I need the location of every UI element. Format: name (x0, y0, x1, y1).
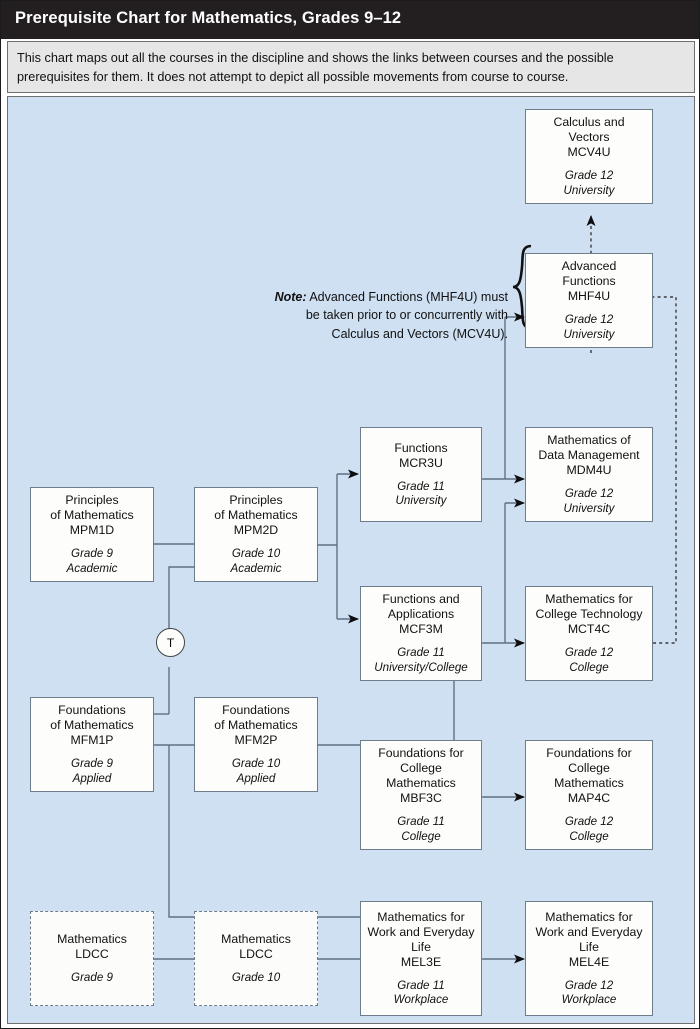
course-code: MHF4U (567, 289, 611, 304)
course-stream: Workplace (393, 993, 449, 1006)
course-grade: Grade 12 (564, 815, 614, 829)
course-stream: University (563, 327, 615, 341)
course-grade: Grade 12 (564, 169, 614, 183)
course-code: MFM1P (70, 733, 114, 748)
course-grade: Grade 10 (231, 547, 281, 561)
course-grade: Grade 9 (71, 970, 113, 984)
course-code: LDCC (239, 946, 273, 961)
transfer-marker-label: T (166, 635, 175, 650)
page-title: Prerequisite Chart for Mathematics, Grad… (15, 9, 402, 27)
brace-mcv4u-mhf4u (512, 244, 532, 330)
course-stream: Workplace (561, 993, 617, 1006)
note-label: Note: (274, 290, 307, 304)
intro-panel: This chart maps out all the courses in t… (7, 41, 695, 93)
course-grade: Grade 11 (397, 815, 445, 829)
transfer-marker[interactable]: T (156, 628, 185, 657)
note-line2: be taken prior to or concurrently with (305, 308, 508, 323)
course-code: MEL3E (400, 954, 442, 969)
course-code: MCV4U (567, 145, 611, 160)
course-name: Mathematics (221, 931, 291, 946)
course-stream: University (563, 501, 615, 515)
note-line1: Advanced Functions (MHF4U) must (306, 290, 508, 304)
course-grade: Grade 11 (397, 978, 445, 992)
course-code: MPM2D (233, 523, 279, 538)
course-grade: Grade 9 (71, 757, 113, 771)
course-stream: Applied (72, 771, 112, 785)
course-code: LDCC (75, 946, 109, 961)
course-stream: Applied (236, 771, 276, 785)
course-stream: College (569, 660, 609, 674)
course-grade: Grade 12 (564, 313, 614, 327)
course-grade: Grade 12 (564, 646, 614, 660)
course-code: MCF3M (399, 622, 443, 637)
course-stream: University (563, 183, 615, 197)
course-code: MAP4C (567, 791, 611, 806)
course-grade: Grade 10 (231, 757, 281, 771)
note-callout: Note: Advanced Functions (MHF4U) must be… (240, 288, 508, 343)
course-stream: Academic (66, 561, 118, 575)
course-stream: University/College (374, 660, 468, 674)
course-grade: Grade 12 (564, 978, 614, 992)
course-stream: College (401, 829, 441, 843)
course-code: MCR3U (399, 455, 443, 470)
course-code: MDM4U (566, 463, 612, 478)
course-code: MEL4E (568, 954, 610, 969)
intro-text: This chart maps out all the courses in t… (17, 51, 614, 85)
course-box-ldcc9[interactable]: Mathematics LDCC Grade 9 (30, 911, 154, 1006)
course-grade: Grade 11 (397, 479, 445, 493)
course-grade: Grade 9 (71, 547, 113, 561)
course-stream: College (569, 829, 609, 843)
course-code: MPM1D (69, 523, 115, 538)
chart-canvas: Note: Advanced Functions (MHF4U) must be… (7, 96, 695, 1024)
course-stream: University (395, 494, 447, 507)
course-name: Functions (394, 440, 448, 455)
course-grade: Grade 12 (564, 487, 614, 501)
page-header: Prerequisite Chart for Mathematics, Grad… (1, 1, 699, 39)
course-stream: Academic (230, 561, 282, 575)
course-grade: Grade 11 (397, 646, 445, 660)
course-code: MCT4C (567, 622, 611, 637)
course-grade: Grade 10 (231, 970, 281, 984)
note-line3: Calculus and Vectors (MCV4U). (331, 326, 508, 341)
course-box-mcr3u[interactable]: Functions MCR3U Grade 11 University (360, 427, 482, 522)
course-code: MFM2P (234, 733, 278, 748)
course-code: MBF3C (400, 791, 442, 806)
course-name: Mathematics (57, 931, 127, 946)
course-box-ldcc10[interactable]: Mathematics LDCC Grade 10 (194, 911, 318, 1006)
